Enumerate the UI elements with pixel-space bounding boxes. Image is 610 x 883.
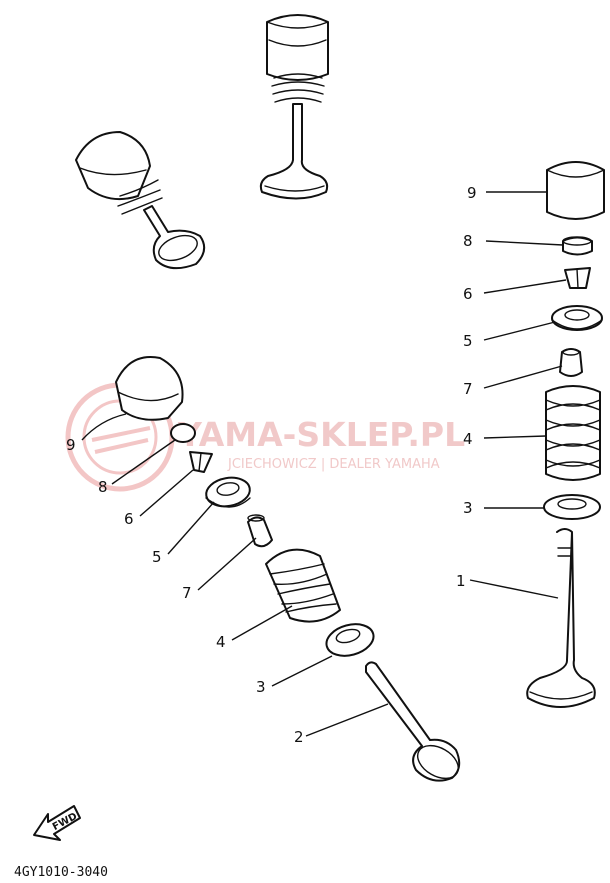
callout-right-8: 8: [463, 232, 473, 250]
valve-stem-seal-right: [559, 348, 583, 377]
callout-left-9: 9: [66, 436, 76, 454]
callouts-right: 9 8 6 5 7 4 3 1: [456, 184, 477, 590]
callout-left-4: 4: [216, 633, 226, 651]
exploded-parts-left: [115, 356, 461, 782]
callout-left-8: 8: [98, 478, 108, 496]
spring-retainer-left: [205, 476, 251, 508]
watermark-subtitle: JCIECHOWICZ | DEALER YAMAHA: [227, 457, 440, 472]
watermark-title: YAMA-SKLEP.PL: [177, 415, 465, 454]
spring-seat-left: [325, 623, 375, 657]
leader-lines: [81, 191, 567, 737]
callout-left-5: 5: [152, 548, 162, 566]
callout-left-7: 7: [182, 584, 192, 602]
callout-right-5: 5: [463, 332, 473, 350]
valve-cotter-right: [564, 267, 591, 289]
valve-cotter-left: [189, 451, 213, 473]
valve-spring-left: [265, 548, 341, 623]
callout-left-2: 2: [294, 728, 304, 746]
exhaust-valve-left: [365, 661, 461, 782]
assembled-valve-exhaust-top: [75, 131, 206, 270]
watermark: YAMA-SKLEP.PL JCIECHOWICZ | DEALER YAMAH…: [65, 382, 465, 492]
valve-pad-left: [170, 423, 196, 443]
valve-spring-right: [545, 385, 601, 481]
callout-left-6: 6: [124, 510, 134, 528]
callout-right-9: 9: [467, 184, 477, 202]
callout-right-3: 3: [463, 499, 473, 517]
diagram-code: 4GY1010-3040: [14, 865, 108, 880]
intake-valve-right: [526, 528, 596, 708]
valve-lifter-left: [115, 356, 184, 421]
assembled-valve-intake-top: [259, 14, 329, 200]
callout-right-1: 1: [456, 572, 466, 590]
callout-right-4: 4: [463, 430, 473, 448]
valve-lifter-right: [546, 161, 605, 220]
spring-seat-right: [543, 494, 601, 520]
fwd-arrow: FWD: [33, 805, 81, 841]
spring-retainer-right: [551, 305, 603, 331]
callout-right-7: 7: [463, 380, 473, 398]
callout-right-6: 6: [463, 285, 473, 303]
callouts-left: 9 8 6 5 7 4 3 2: [66, 436, 304, 746]
valve-pad-right: [562, 236, 593, 256]
exploded-parts-right: [526, 161, 605, 708]
callout-left-3: 3: [256, 678, 266, 696]
